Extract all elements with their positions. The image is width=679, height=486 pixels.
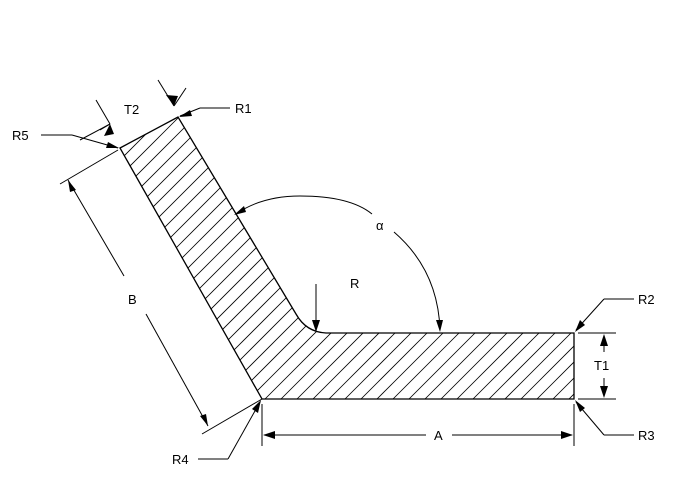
hatch-line: [195, 117, 574, 399]
hatch-line: [275, 117, 574, 399]
r2-label: R2: [638, 292, 655, 307]
hatch-line: [387, 117, 574, 399]
hatch-line: [515, 117, 574, 399]
hatch-line: [120, 117, 345, 399]
a-dimension: A: [261, 404, 575, 446]
hatch-line: [435, 117, 574, 399]
hatch-line: [120, 117, 249, 399]
r-label: R: [350, 276, 359, 291]
t1-dimension: T1: [578, 332, 616, 400]
hatch-line: [259, 117, 574, 399]
a-label: A: [434, 428, 443, 443]
hatch-line: [120, 117, 425, 399]
hatch-line: [227, 117, 574, 399]
hatch-line: [628, 80, 679, 486]
hatch-line: [307, 117, 574, 399]
r4-leader: R4: [172, 400, 261, 467]
profile-outline: [119, 116, 575, 400]
r5-leader: R5: [12, 128, 119, 149]
t1-label: T1: [594, 358, 609, 373]
hatch-line: [596, 80, 679, 486]
r4-label: R4: [172, 452, 189, 467]
hatch-line: [531, 117, 574, 399]
t2-dimension: T2: [79, 79, 187, 141]
hatch-line: [211, 117, 574, 399]
b-label: B: [128, 292, 137, 307]
hatch-line: [644, 80, 679, 486]
hatch-line: [120, 117, 505, 399]
hatch-line: [120, 117, 361, 399]
hatch-line: [612, 80, 679, 486]
hatch-line: [323, 117, 574, 399]
hatch-line: [120, 117, 457, 399]
hatch-line: [120, 117, 521, 399]
hatch-line: [547, 117, 574, 399]
r5-label: R5: [12, 128, 29, 143]
hatch-line: [120, 117, 201, 399]
r3-leader: R3: [575, 400, 655, 443]
hatch-line: [371, 117, 574, 399]
alpha-dimension: α: [234, 195, 443, 332]
hatch-line: [451, 117, 574, 399]
hatch-line: [120, 117, 281, 399]
hatch-line: [563, 117, 574, 399]
hatch-line: [120, 117, 265, 399]
hatch-line: [120, 117, 409, 399]
hatch-line: [403, 117, 574, 399]
hatch-line: [120, 117, 441, 399]
hatch-line: [120, 117, 537, 399]
hatch-line: [580, 80, 679, 486]
hatch-line: [339, 117, 574, 399]
t2-label: T2: [124, 102, 139, 117]
r1-label: R1: [235, 101, 252, 116]
hatch-line: [120, 117, 377, 399]
hatch-line: [483, 117, 574, 399]
hatch-line: [179, 117, 574, 399]
hatch-line: [120, 117, 233, 399]
r2-leader: R2: [575, 292, 655, 332]
hatch-line: [660, 80, 679, 486]
hatch-line: [499, 117, 574, 399]
r3-label: R3: [638, 428, 655, 443]
hatch-line: [120, 117, 217, 399]
alpha-label: α: [376, 218, 384, 233]
hatch-line: [131, 117, 553, 399]
hatch-line: [120, 117, 297, 399]
b-dimension: B: [59, 149, 263, 435]
hatch-line: [163, 117, 574, 399]
hatch-line: [419, 117, 574, 399]
section-hatching: [120, 80, 679, 486]
hatch-line: [243, 117, 574, 399]
hatch-line: [355, 117, 574, 399]
r1-leader: R1: [179, 101, 252, 117]
hatch-line: [120, 117, 313, 399]
r-leader: R: [312, 276, 359, 332]
hatch-line: [120, 117, 329, 399]
